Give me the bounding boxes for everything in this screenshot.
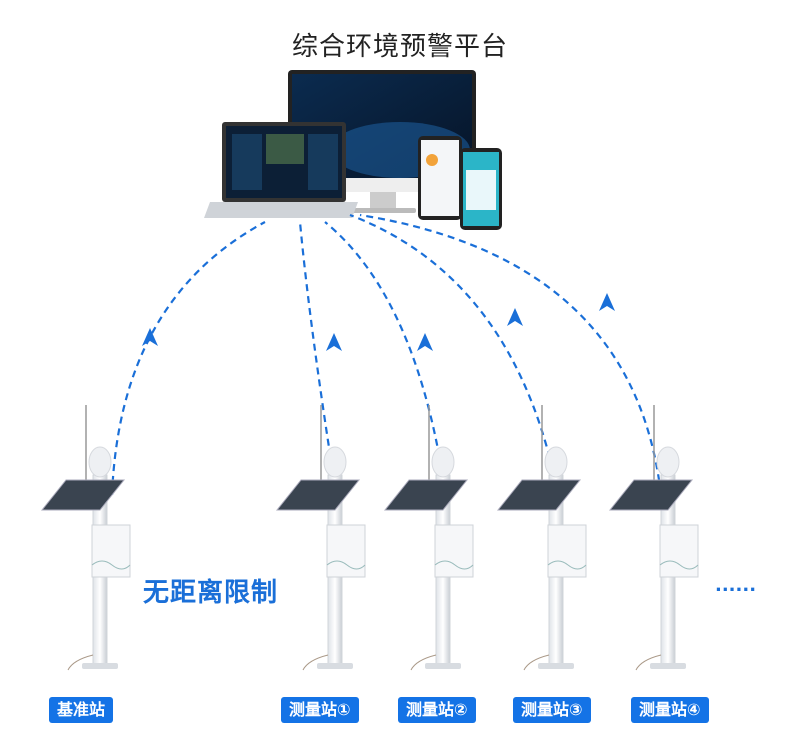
monitoring-station xyxy=(496,405,587,671)
laptop xyxy=(204,122,358,218)
link-line xyxy=(110,221,266,496)
monitoring-station xyxy=(608,405,699,671)
communication-links xyxy=(110,213,664,506)
station-label-3: 测量站③ xyxy=(513,697,591,723)
arrow-up-icon xyxy=(599,293,615,311)
link-line xyxy=(298,221,340,506)
stations xyxy=(40,405,699,671)
arrow-up-icon xyxy=(417,333,433,351)
monitoring-station xyxy=(40,405,131,671)
arrow-up-icon xyxy=(326,333,342,351)
station-label-base: 基准站 xyxy=(49,697,114,723)
arrow-up-icon xyxy=(507,308,523,326)
monitoring-station xyxy=(275,405,366,671)
slogan-text: 无距离限制 xyxy=(143,578,279,608)
phone-1 xyxy=(418,136,462,220)
link-line xyxy=(359,213,664,506)
phone-2 xyxy=(460,148,502,230)
link-line xyxy=(349,213,562,506)
more-stations-indicator: ...... xyxy=(715,575,757,596)
station-label-1: 测量站① xyxy=(281,697,359,723)
station-label-4: 测量站④ xyxy=(631,697,709,723)
arrow-up-icon xyxy=(142,328,158,346)
monitoring-station xyxy=(383,405,474,671)
station-label-2: 测量站② xyxy=(398,697,476,723)
page-title: 综合环境预警平台 xyxy=(291,32,508,62)
